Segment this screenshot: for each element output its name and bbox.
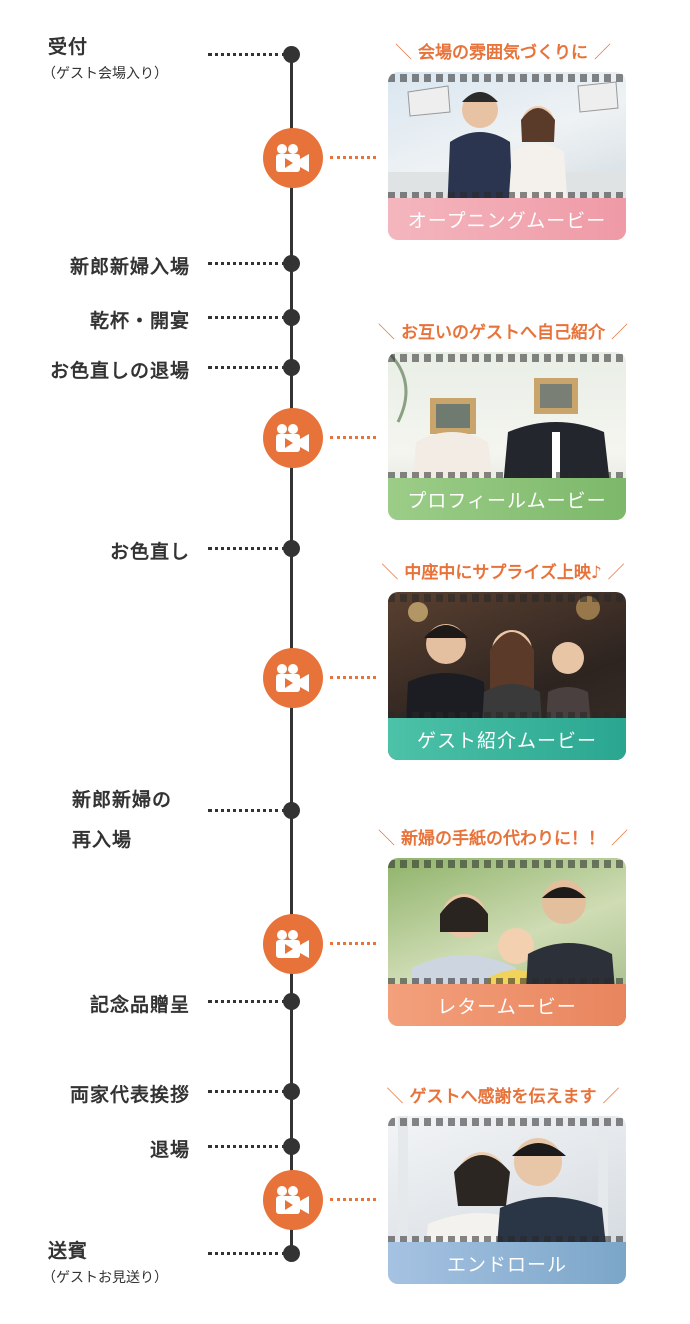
film-strip [388,978,626,986]
timeline-node [283,1245,300,1262]
event-title: お色直し [109,541,190,563]
dotted-connector [208,262,286,265]
dotted-connector [208,1252,286,1255]
film-strip [388,74,626,82]
dotted-connector-orange [330,436,376,439]
timeline-node [283,1083,300,1100]
film-strip [388,354,626,362]
timeline-node [283,802,300,819]
timeline-node [283,993,300,1010]
event-title: 送賓 [48,1240,89,1262]
dotted-connector-orange [330,156,376,159]
film-strip [388,712,626,720]
dotted-connector-orange [330,1198,376,1201]
movie-card-profile[interactable]: ＼お互いのゲストへ自己紹介／ プロフィールムービー [378,323,628,520]
movie-photo: レタームービー [388,858,626,1026]
dotted-connector [208,809,286,812]
event-sub: （ゲスト会場入り） [42,66,168,82]
video-camera-icon [263,914,323,974]
dotted-connector [208,53,286,56]
event-title: お色直しの退場 [49,360,190,382]
video-camera-icon [263,128,323,188]
event-title: 退場 [149,1139,190,1161]
movie-caption: ＼会場の雰囲気づくりに／ [395,43,611,63]
movie-photo: ゲスト紹介ムービー [388,592,626,760]
film-strip [388,594,626,602]
movie-title-band: レタームービー [388,984,626,1026]
event-label: 送賓 （ゲストお見送り） [42,1236,168,1287]
dotted-connector [208,1000,286,1003]
movie-title-band: ゲスト紹介ムービー [388,718,626,760]
dotted-connector [208,316,286,319]
movie-caption: ＼お互いのゲストへ自己紹介／ [378,323,628,343]
film-strip [388,472,626,480]
movie-card-opening[interactable]: ＼会場の雰囲気づくりに／ オープニングムービー [388,43,626,240]
movie-card-endroll[interactable]: ＼ゲストへ感謝を伝えます／ エンドロール [387,1087,626,1284]
event-title-line2: 再入場 [72,829,133,851]
movie-photo: オープニングムービー [388,72,626,240]
dotted-connector-orange [330,676,376,679]
timeline-node [283,1138,300,1155]
event-title: 乾杯・開宴 [89,310,190,332]
movie-card-letter[interactable]: ＼新婦の手紙の代わりに！！／ レタームービー [378,829,628,1026]
dotted-connector [208,1090,286,1093]
event-title: 記念品贈呈 [89,994,190,1016]
timeline-node [283,255,300,272]
dotted-connector [208,1145,286,1148]
event-title: 両家代表挨拶 [69,1084,190,1106]
movie-caption: ＼新婦の手紙の代わりに！！／ [378,829,628,849]
movie-caption: ＼中座中にサプライズ上映♪／ [381,563,625,583]
dotted-connector [208,366,286,369]
movie-photo: エンドロール [388,1116,626,1284]
event-title: 新郎新婦入場 [69,256,190,278]
movie-caption: ＼ゲストへ感謝を伝えます／ [386,1087,620,1107]
dotted-connector-orange [330,942,376,945]
film-strip [388,860,626,868]
film-strip [388,1236,626,1244]
movie-title-band: オープニングムービー [388,198,626,240]
video-camera-icon [263,1170,323,1230]
event-title: 受付 [48,36,89,58]
movie-photo: プロフィールムービー [388,352,626,520]
event-sub: （ゲストお見送り） [42,1270,168,1286]
video-camera-icon [263,408,323,468]
movie-title-band: エンドロール [388,1242,626,1284]
dotted-connector [208,547,286,550]
timeline-node [283,46,300,63]
video-camera-icon [263,648,323,708]
film-strip [388,1118,626,1126]
timeline-node [283,540,300,557]
timeline-node [283,309,300,326]
film-strip [388,192,626,200]
event-title: 新郎新婦の [72,789,173,811]
event-label: 受付 （ゲスト会場入り） [42,32,168,83]
movie-title-band: プロフィールムービー [388,478,626,520]
event-label: 新郎新婦の 再入場 [72,780,172,860]
movie-card-guest[interactable]: ＼中座中にサプライズ上映♪／ ゲスト紹介ムービー [381,563,626,760]
timeline-node [283,359,300,376]
